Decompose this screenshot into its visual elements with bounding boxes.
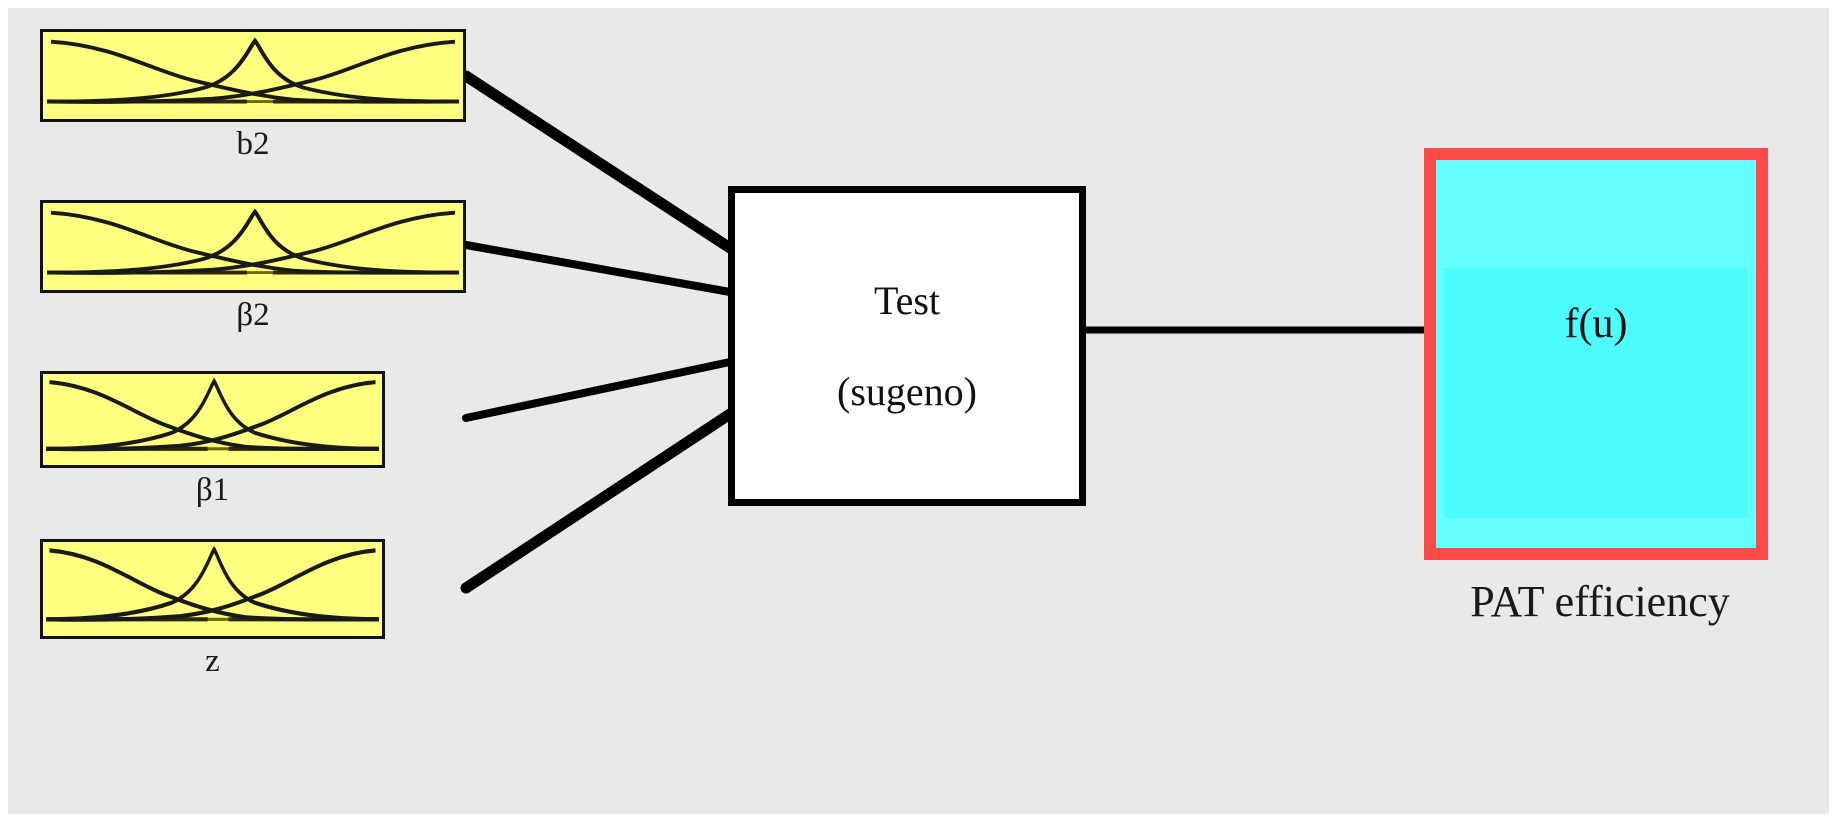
fis-engine-subtitle: (sugeno)	[837, 369, 977, 414]
output-value-text: f(u)	[1564, 301, 1628, 347]
wire-input-2	[462, 241, 734, 296]
output-box-inner: f(u)	[1436, 160, 1756, 548]
input-label-1: b2	[236, 126, 270, 162]
input-mf-box-1[interactable]	[40, 29, 466, 122]
fis-engine-title: Test	[873, 278, 941, 323]
input-label-4: z	[205, 643, 220, 679]
membership-function-plot-2	[46, 208, 460, 275]
wire-input-4	[460, 408, 736, 594]
input-label-2: β2	[236, 297, 270, 333]
output-box-band	[1444, 268, 1748, 518]
output-box[interactable]: f(u)	[1424, 148, 1768, 560]
membership-function-plot-4	[46, 545, 379, 622]
input-mf-box-2[interactable]	[40, 200, 466, 293]
fis-engine-box[interactable]: Test (sugeno)	[728, 186, 1086, 506]
membership-function-plot-1	[46, 37, 460, 104]
page-edge-top	[0, 0, 1839, 8]
input-mf-box-4[interactable]	[40, 539, 385, 639]
input-mf-box-3[interactable]	[40, 371, 385, 468]
output-label: PAT efficiency	[1470, 577, 1730, 626]
page-edge-left	[0, 0, 8, 824]
page-edge-right	[1829, 0, 1839, 824]
membership-function-plot-3	[46, 377, 379, 452]
wire-input-3	[462, 358, 734, 422]
input-label-3: β1	[195, 472, 230, 508]
page-edge-bottom	[0, 814, 1839, 824]
wire-input-1	[460, 70, 736, 254]
